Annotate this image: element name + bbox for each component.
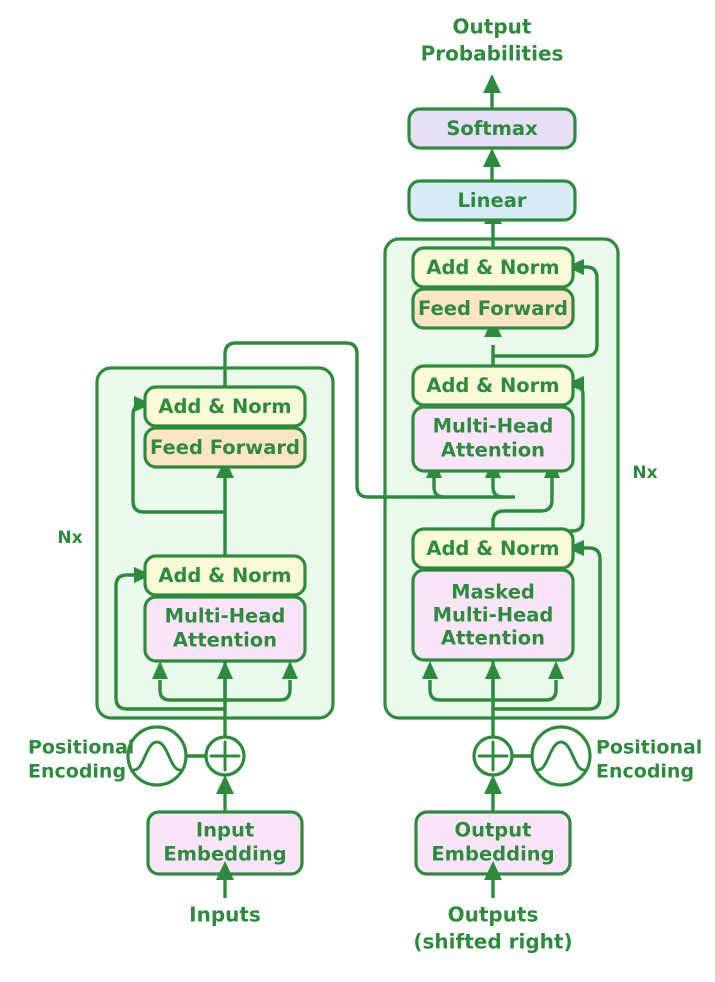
decoder-masked-label-1: Masked	[451, 581, 535, 604]
encoder-residual-1-wire	[114, 573, 225, 711]
encoder-block-feed-forward[interactable]: Feed Forward	[143, 426, 307, 469]
decoder-multi-head-attention-rect	[411, 405, 575, 473]
decoder-feed-forward-label: Feed Forward	[418, 297, 568, 320]
decoder-add-norm-1-rect	[411, 527, 575, 570]
softmax-label: Softmax	[446, 117, 538, 140]
encoder-feed-forward-label: Feed Forward	[150, 436, 300, 459]
output-positional-encoding-label-2: Encoding	[596, 761, 694, 783]
decoder-residual-3-wire	[493, 265, 599, 358]
output-positional-encoding-icon	[530, 725, 592, 787]
encoder-repeat-label: Nx	[57, 528, 82, 548]
decoder-masked-k-arrowhead	[422, 661, 438, 679]
decoder-add-norm-3-rect	[411, 246, 575, 289]
output-embedding-label-1: Output	[455, 819, 532, 842]
output-probabilities-label-1: Output	[453, 15, 532, 39]
decoder-residual-1-arrowhead	[566, 540, 584, 556]
decoder-block-add-norm-1[interactable]: Add & Norm	[411, 527, 575, 570]
encoder-residual-2-arrowhead	[134, 396, 152, 412]
decoder-masked-label-2: Multi-Head	[433, 604, 554, 627]
softmax-block[interactable]: Softmax	[407, 107, 577, 150]
encoder-attn-k-wire	[158, 680, 171, 702]
decoder-add-norm-2-label: Add & Norm	[426, 374, 559, 397]
encoder-add-norm-1-rect	[143, 554, 307, 597]
decoder-add-norm-2-rect	[411, 364, 575, 407]
decoder-add-norm-3-label: Add & Norm	[426, 256, 559, 279]
input-positional-encoding-icon	[126, 725, 188, 787]
inputs-label: Inputs	[189, 903, 261, 927]
input-embedding-block[interactable]: Input Embedding	[146, 810, 304, 876]
input-embedding-label-2: Embedding	[163, 843, 286, 866]
output-embedding-block[interactable]: Output Embedding	[414, 810, 572, 876]
output-positional-encoding-label-1: Positional	[596, 737, 702, 759]
encoder-multi-head-attention-rect	[143, 595, 307, 663]
encoder-attn-k-arrowhead	[152, 661, 168, 679]
outputs-label-2: (shifted right)	[413, 930, 572, 954]
input-embedding-label-1: Input	[196, 819, 254, 842]
output-probabilities-arrowhead	[483, 74, 501, 93]
decoder-block-add-norm-2[interactable]: Add & Norm	[411, 364, 575, 407]
decoder-masked-v-arrowhead	[548, 661, 564, 679]
input-positional-encoding-label-2: Encoding	[28, 761, 126, 783]
decoder-cross-k-wire	[432, 478, 445, 499]
encoder-multi-head-attention-label-2: Attention	[173, 629, 277, 652]
decoder-residual-2-arrowhead	[566, 376, 584, 392]
decoder-cross-v-wire	[491, 478, 504, 499]
decoder-multi-head-attention-label-1: Multi-Head	[433, 415, 554, 438]
encoder-to-decoder-cross-wire	[223, 341, 430, 499]
softmax-input-arrowhead	[483, 148, 501, 167]
decoder-repeat-label: Nx	[632, 463, 657, 483]
decoder-cross-q-wire	[491, 478, 554, 540]
decoder-residual-1-wire	[493, 546, 602, 711]
decoder-masked-v-wire	[545, 680, 558, 702]
output-embedding-arrowhead	[484, 775, 502, 794]
encoder-attn-v-wire	[279, 680, 292, 702]
encoder-residual-1-arrowhead	[134, 567, 152, 583]
encoder-block-add-norm-2[interactable]: Add & Norm	[143, 385, 307, 428]
decoder-masked-k-wire	[428, 680, 441, 702]
outputs-arrowhead	[484, 861, 502, 880]
linear-label: Linear	[458, 189, 527, 212]
decoder-feed-forward-rect	[411, 287, 575, 330]
inputs-arrowhead	[216, 861, 234, 880]
decoder-residual-3-arrowhead	[566, 259, 584, 275]
decoder-masked-label-3: Attention	[441, 627, 545, 650]
outputs-label-1: Outputs	[448, 903, 539, 927]
encoder-multi-head-attention-label-1: Multi-Head	[165, 605, 286, 628]
decoder-block-multi-head-attention[interactable]: Multi-Head Attention	[411, 405, 575, 473]
encoder-add-norm-2-rect	[143, 385, 307, 428]
input-positional-encoding-sine-glyph	[132, 740, 182, 772]
encoder-add-norm-2-label: Add & Norm	[158, 395, 291, 418]
decoder-masked-q-arrowhead	[485, 661, 501, 679]
output-positional-encoding-sine-glyph	[536, 740, 586, 772]
encoder-attn-q-arrowhead	[217, 661, 233, 679]
encoder-block-add-norm-1[interactable]: Add & Norm	[143, 554, 307, 597]
output-probabilities-label-2: Probabilities	[421, 42, 564, 66]
output-embedding-label-2: Embedding	[431, 843, 554, 866]
encoder-block-multi-head-attention[interactable]: Multi-Head Attention	[143, 595, 307, 663]
linear-block[interactable]: Linear	[407, 179, 577, 222]
decoder-masked-multi-head-attention-rect	[411, 568, 575, 662]
decoder-block-masked-multi-head-attention[interactable]: Masked Multi-Head Attention	[411, 568, 575, 662]
input-positional-encoding-label-1: Positional	[28, 737, 134, 759]
encoder-attn-v-arrowhead	[282, 661, 298, 679]
decoder-multi-head-attention-label-2: Attention	[441, 439, 545, 462]
encoder-add-norm-1-label: Add & Norm	[158, 564, 291, 587]
encoder-feed-forward-rect	[143, 426, 307, 469]
decoder-block-add-norm-3[interactable]: Add & Norm	[411, 246, 575, 289]
decoder-block-feed-forward[interactable]: Feed Forward	[411, 287, 575, 330]
decoder-add-norm-1-label: Add & Norm	[426, 537, 559, 560]
input-embedding-arrowhead	[216, 775, 234, 794]
